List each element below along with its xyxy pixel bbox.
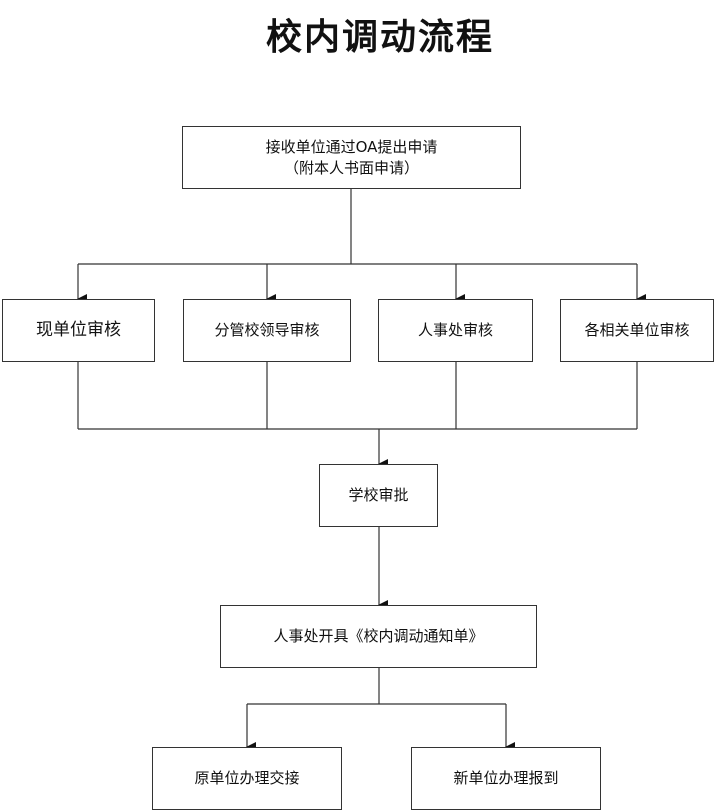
- node-apply: 接收单位通过OA提出申请 （附本人书面申请）: [182, 126, 521, 189]
- node-review-related: 各相关单位审核: [560, 299, 714, 362]
- node-label: 各相关单位审核: [584, 321, 690, 339]
- node-apply-line2: （附本人书面申请）: [283, 158, 419, 177]
- node-label: 现单位审核: [36, 320, 121, 340]
- node-handover: 原单位办理交接: [152, 747, 342, 810]
- node-label: 分管校领导审核: [214, 321, 320, 339]
- node-review-hr: 人事处审核: [378, 299, 533, 362]
- node-label: 人事处审核: [417, 321, 493, 339]
- node-label: 原单位办理交接: [194, 769, 300, 787]
- node-school-approval: 学校审批: [319, 464, 438, 527]
- node-review-current-unit: 现单位审核: [2, 299, 155, 362]
- page-title: 校内调动流程: [265, 16, 494, 58]
- node-notice: 人事处开具《校内调动通知单》: [220, 605, 537, 668]
- node-review-leader: 分管校领导审核: [183, 299, 351, 362]
- node-label: 学校审批: [348, 486, 409, 504]
- node-report: 新单位办理报到: [411, 747, 601, 810]
- node-label: 新单位办理报到: [453, 769, 559, 787]
- node-apply-line1: 接收单位通过OA提出申请: [265, 137, 438, 156]
- node-label: 人事处开具《校内调动通知单》: [273, 627, 484, 645]
